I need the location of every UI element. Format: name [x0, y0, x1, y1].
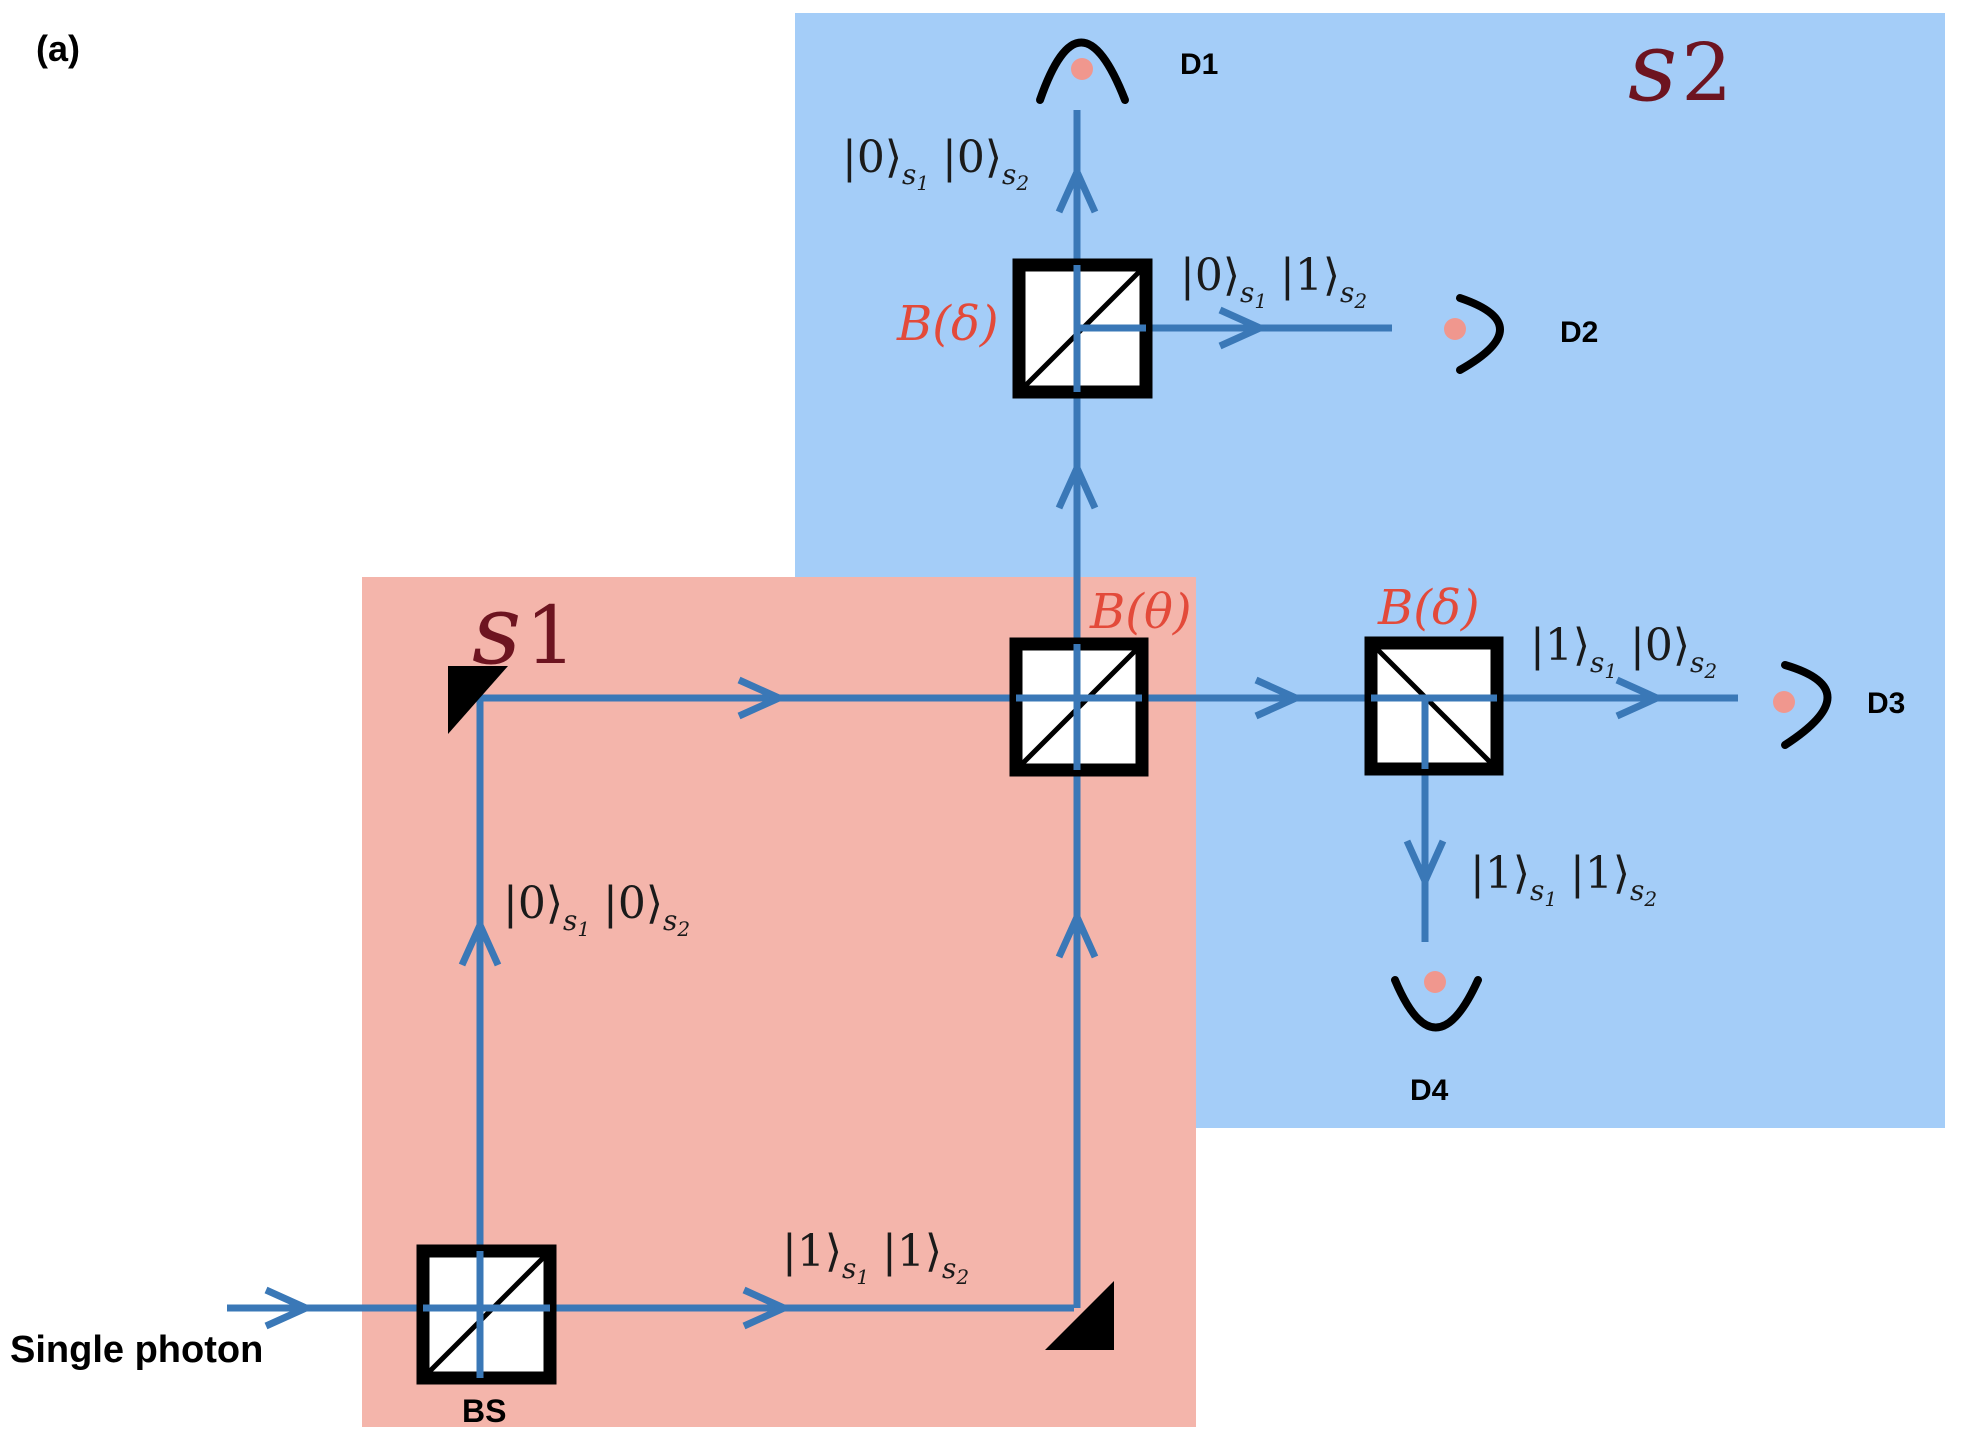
arrow-right-up-1: [1055, 908, 1099, 959]
mirror-top-left: [448, 666, 508, 734]
device-label-b-theta: B(θ): [1089, 584, 1192, 640]
beam-crossings: [423, 265, 1497, 1378]
state-label-to-d1: |0⟩ s1 |0⟩ s2: [842, 132, 1029, 195]
svg-text:|1⟩: |1⟩: [1570, 848, 1630, 899]
svg-text:|1⟩: |1⟩: [1530, 620, 1590, 671]
detector-d2: [1444, 294, 1504, 374]
svg-text:s2: s2: [1630, 874, 1657, 911]
region-s1-label: s1: [472, 574, 576, 686]
device-label-bs: BS: [462, 1393, 506, 1429]
panel-label: (a): [36, 28, 80, 69]
beam-arrows: [264, 163, 1666, 1330]
arrow-d1-up: [1055, 163, 1099, 214]
arrow-d2-right: [1218, 306, 1269, 350]
arrow-top-right-3: [1615, 676, 1666, 720]
detector-label-d2: D2: [1560, 316, 1598, 349]
svg-text:|0⟩: |0⟩: [942, 132, 1002, 183]
detector-d1: [1036, 38, 1129, 104]
detector-d3: [1773, 661, 1832, 749]
arrow-lower-right: [742, 1286, 793, 1330]
svg-text:s1: s1: [1240, 276, 1267, 313]
svg-text:|1⟩: |1⟩: [782, 1226, 842, 1277]
svg-text:|0⟩: |0⟩: [842, 132, 902, 183]
svg-text:|1⟩: |1⟩: [1280, 250, 1340, 301]
mirror-bottom-right: [1045, 1281, 1114, 1350]
arrow-top-right-1: [737, 676, 788, 720]
detector-label-d4: D4: [1410, 1074, 1449, 1107]
arrow-input-right: [264, 1286, 315, 1330]
detector-d4: [1391, 971, 1482, 1032]
beam-splitter-b-delta-right: [1364, 636, 1504, 776]
svg-text:|0⟩: |0⟩: [1630, 620, 1690, 671]
detector-label-d1: D1: [1180, 48, 1218, 81]
svg-text:s2: s2: [942, 1252, 969, 1289]
arrow-top-right-2: [1254, 676, 1305, 720]
device-label-b-delta-right: B(δ): [1377, 580, 1480, 636]
arrow-right-up-2: [1055, 459, 1099, 510]
device-label-b-delta-top: B(δ): [896, 296, 999, 352]
svg-text:|1⟩: |1⟩: [882, 1226, 942, 1277]
svg-text:|0⟩: |0⟩: [503, 878, 563, 929]
state-label-to-d2: |0⟩ s1 |1⟩ s2: [1180, 250, 1367, 313]
state-label-to-d4: |1⟩ s1 |1⟩ s2: [1470, 848, 1657, 911]
input-label: Single photon: [10, 1329, 263, 1371]
svg-text:|1⟩: |1⟩: [1470, 848, 1530, 899]
state-label-to-d3: |1⟩ s1 |0⟩ s2: [1530, 620, 1717, 683]
state-label-s1-upper: |0⟩ s1 |0⟩ s2: [503, 878, 690, 941]
region-s2-label: s2: [1628, 11, 1732, 123]
detector-label-d3: D3: [1867, 687, 1905, 720]
svg-text:|0⟩: |0⟩: [1180, 250, 1240, 301]
arrow-left-up: [458, 916, 502, 967]
state-label-s1-lower: |1⟩ s1 |1⟩ s2: [782, 1226, 969, 1289]
svg-text:s2: s2: [663, 904, 690, 941]
svg-text:|0⟩: |0⟩: [603, 878, 663, 929]
beam-splitter-bs: [416, 1244, 557, 1385]
arrow-d4-down: [1403, 839, 1447, 890]
